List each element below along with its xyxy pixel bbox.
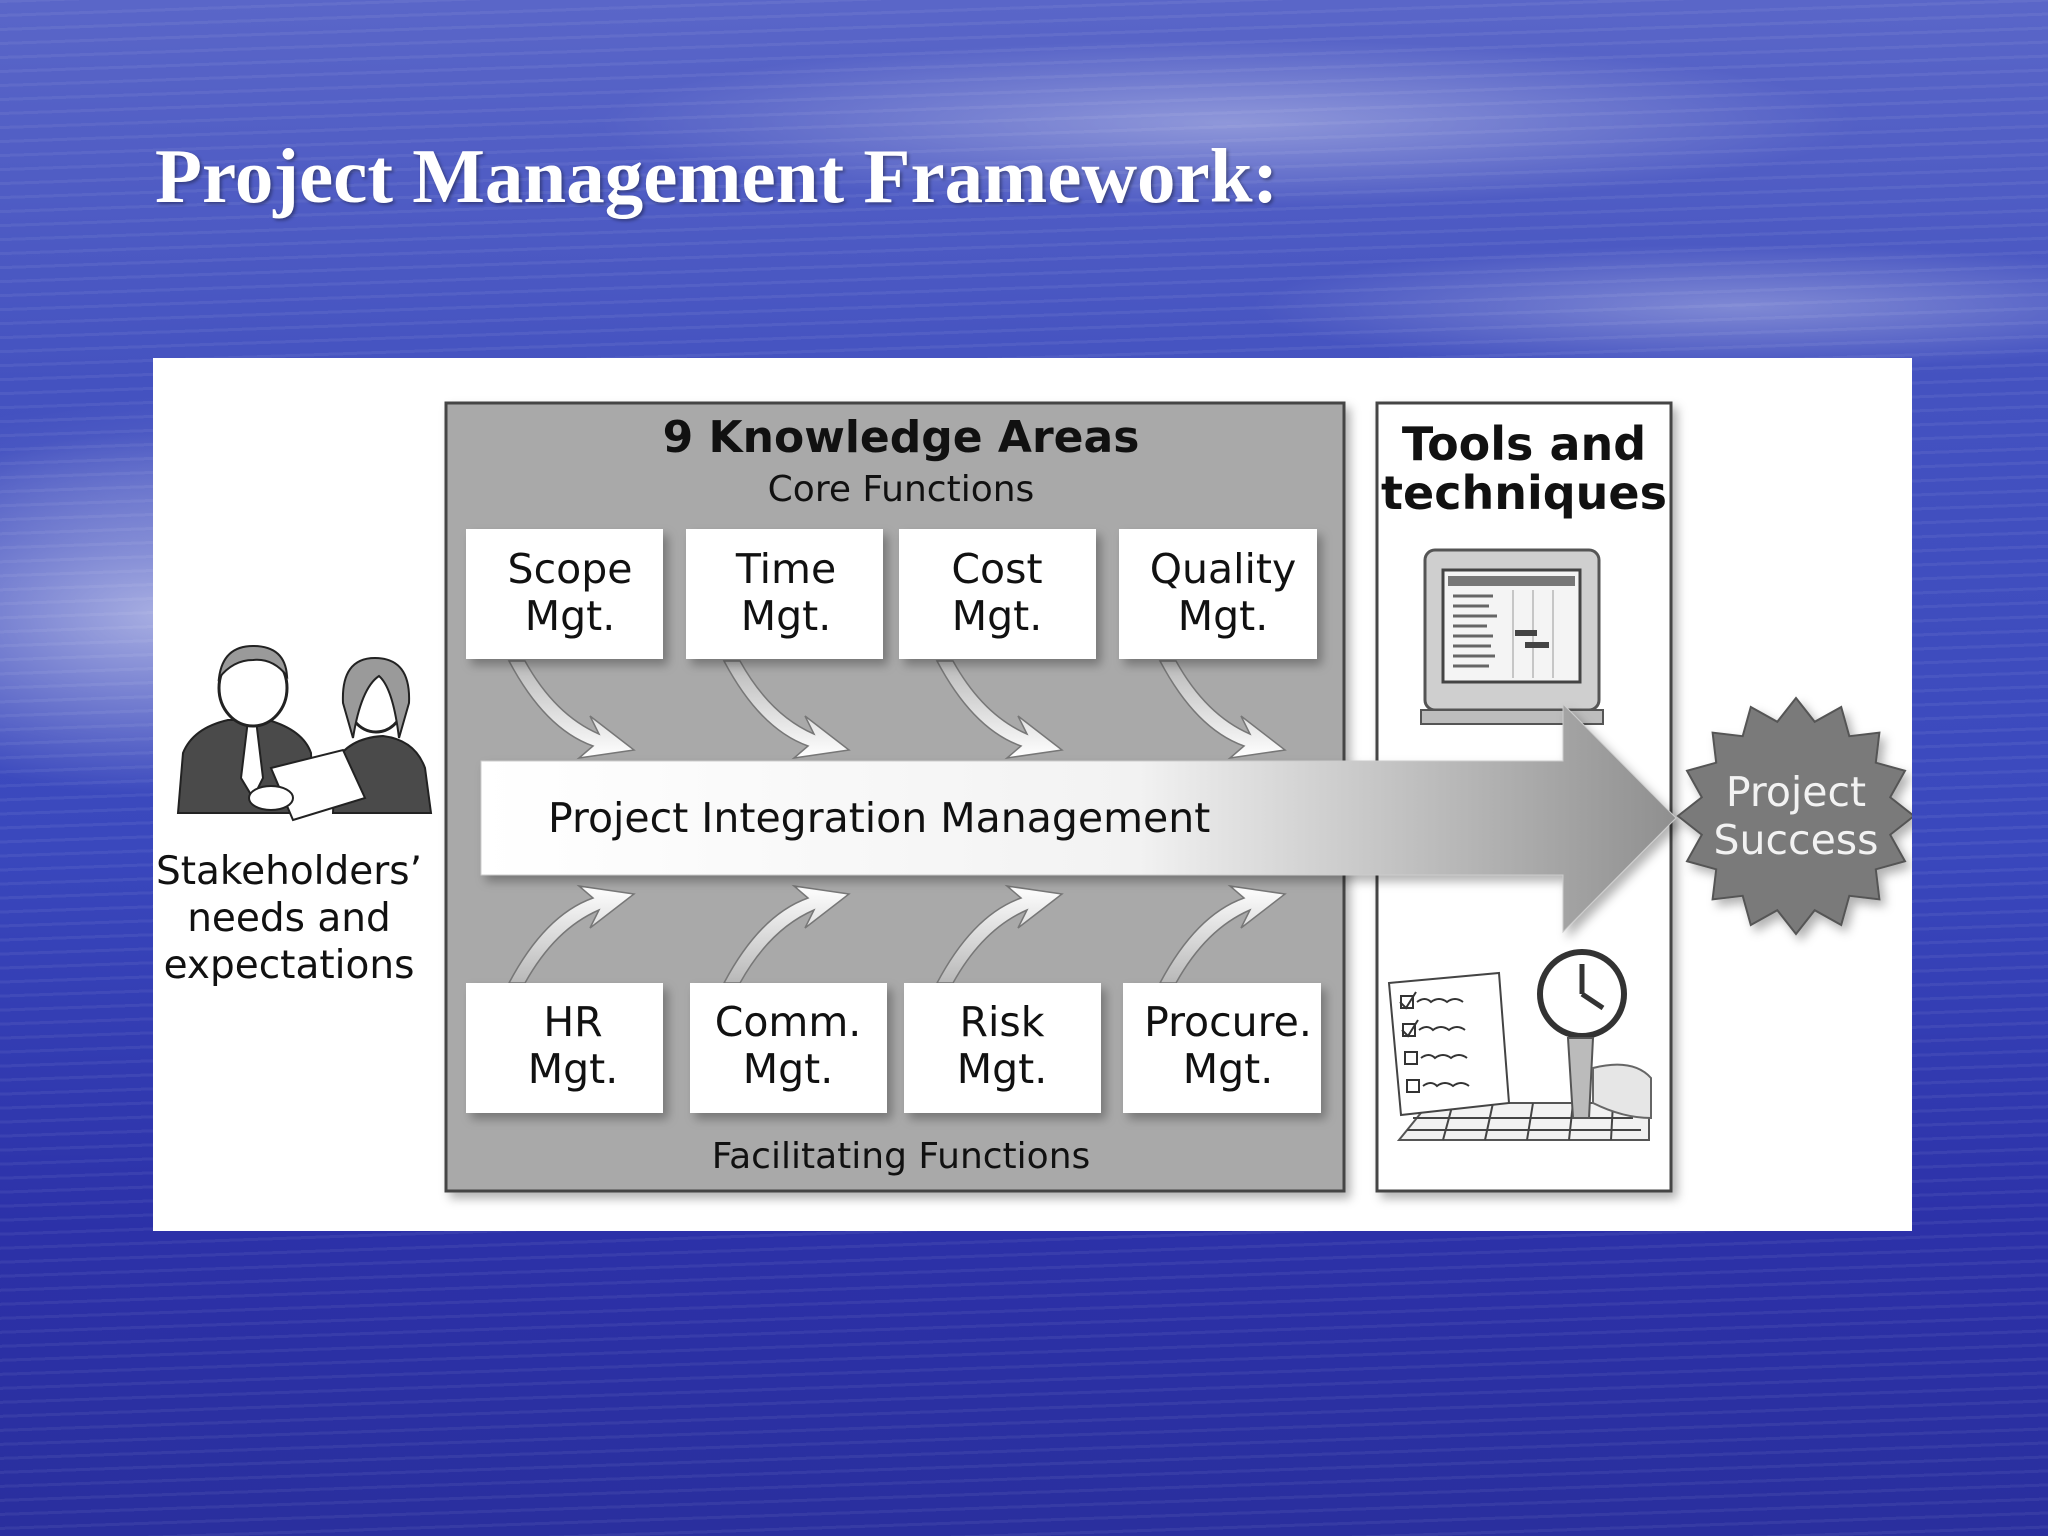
facilitating-function-line1: Risk xyxy=(960,998,1045,1046)
checklist-clock-icon xyxy=(1387,949,1652,1141)
starburst-icon xyxy=(1676,696,1912,936)
slide-title: Project Management Framework: xyxy=(155,133,1279,219)
curved-arrow-icon xyxy=(935,660,1064,760)
core-connector-arrows xyxy=(507,660,1287,760)
integration-arrow: Project Integration Management xyxy=(480,702,1677,934)
facilitating-functions: HR Mgt. Comm. Mgt. Risk Mgt. Procure. Mg… xyxy=(466,983,1321,1113)
facilitating-function-line2: Mgt. xyxy=(957,1045,1048,1093)
curved-arrow-icon xyxy=(507,660,636,760)
facilitating-function-line1: Comm. xyxy=(715,998,862,1046)
curved-arrow-icon xyxy=(507,884,636,984)
curved-arrow-icon xyxy=(1158,884,1287,984)
facilitating-function-line1: Procure. xyxy=(1144,998,1312,1046)
computer-monitor-icon xyxy=(1420,548,1604,725)
facilitating-function-line1: HR xyxy=(543,998,602,1046)
framework-diagram: 9 Knowledge Areas Core Functions Facilit… xyxy=(153,358,1912,1231)
tools-title-line1: Tools and xyxy=(1402,417,1646,471)
core-function-box-scope: Scope Mgt. xyxy=(466,529,663,659)
core-function-line2: Mgt. xyxy=(952,592,1043,640)
facilitating-functions-label: Facilitating Functions xyxy=(712,1136,1091,1177)
facilitating-function-box-procure: Procure. Mgt. xyxy=(1123,983,1321,1113)
stakeholders-illustration: Stakeholders’ needs and expectations xyxy=(156,644,433,988)
core-function-line2: Mgt. xyxy=(741,592,832,640)
success-line1: Project xyxy=(1726,768,1866,816)
core-function-line1: Cost xyxy=(951,545,1042,593)
core-function-line1: Quality xyxy=(1150,545,1297,593)
curved-arrow-icon xyxy=(722,884,851,984)
success-line2: Success xyxy=(1713,816,1878,864)
curved-arrow-icon xyxy=(1158,660,1287,760)
core-functions: Scope Mgt. Time Mgt. Cost Mgt. Quality M… xyxy=(466,529,1317,659)
core-function-box-cost: Cost Mgt. xyxy=(899,529,1096,659)
curved-arrow-icon xyxy=(722,660,851,760)
facilitating-function-line2: Mgt. xyxy=(1183,1045,1274,1093)
facilitating-function-box-risk: Risk Mgt. xyxy=(904,983,1101,1113)
core-function-line2: Mgt. xyxy=(525,592,616,640)
facilitating-function-line2: Mgt. xyxy=(743,1045,834,1093)
core-function-line2: Mgt. xyxy=(1178,592,1269,640)
integration-label: Project Integration Management xyxy=(548,794,1210,842)
project-success-badge: Project Success xyxy=(1676,696,1912,936)
facilitating-connector-arrows xyxy=(507,884,1287,984)
stakeholders-line3: expectations xyxy=(164,943,415,988)
facilitating-function-box-hr: HR Mgt. xyxy=(466,983,663,1113)
knowledge-areas-title: 9 Knowledge Areas xyxy=(663,412,1140,463)
core-function-box-time: Time Mgt. xyxy=(686,529,883,659)
core-functions-label: Core Functions xyxy=(768,469,1035,510)
tools-title-line2: techniques xyxy=(1381,466,1667,520)
facilitating-function-box-comm: Comm. Mgt. xyxy=(690,983,887,1113)
stakeholders-line1: Stakeholders’ xyxy=(156,849,422,894)
core-function-line1: Time xyxy=(735,545,836,593)
core-function-box-quality: Quality Mgt. xyxy=(1119,529,1317,659)
stakeholders-line2: needs and xyxy=(187,896,391,941)
core-function-line1: Scope xyxy=(508,545,633,593)
curved-arrow-icon xyxy=(935,884,1064,984)
facilitating-function-line2: Mgt. xyxy=(528,1045,619,1093)
stakeholder-people-icon xyxy=(176,644,433,822)
